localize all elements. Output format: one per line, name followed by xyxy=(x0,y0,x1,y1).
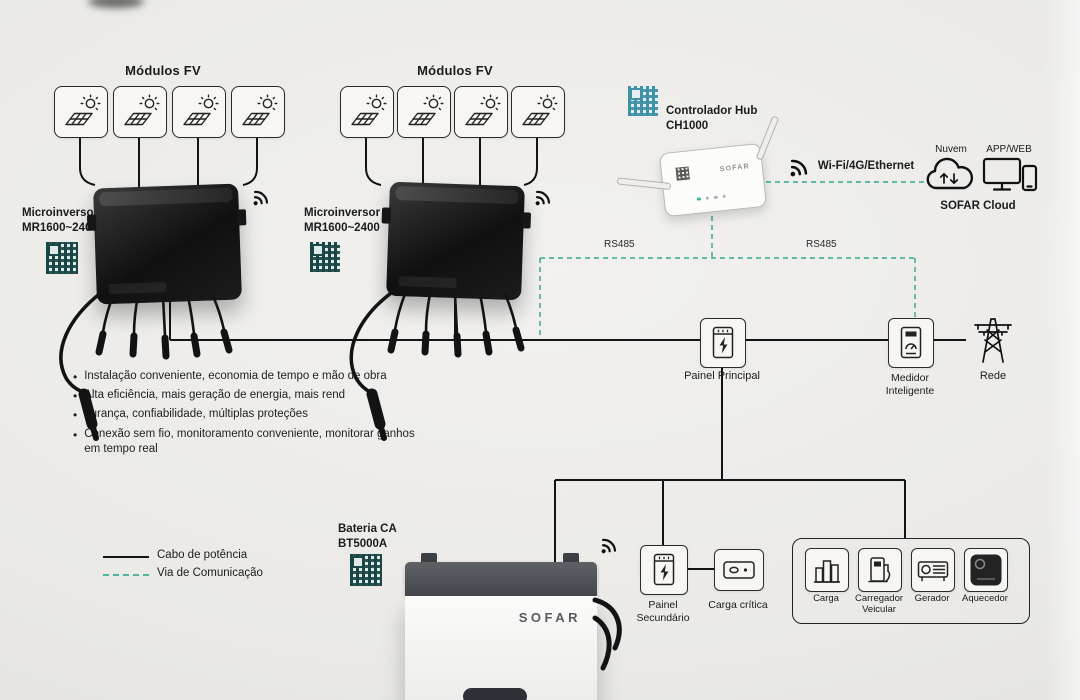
smart-meter-label-line1: Medidor xyxy=(891,372,929,384)
legend-comm-line-sample xyxy=(103,574,149,576)
battery-device: SOFAR xyxy=(405,553,597,700)
hub-label: Controlador Hub CH1000 xyxy=(666,104,757,134)
grid-label: Rede xyxy=(979,370,1007,382)
hub-antenna-left xyxy=(616,177,672,191)
load-label: Carga xyxy=(813,593,839,604)
feature-text: Alta eficiência, mais geração de energia… xyxy=(84,389,346,402)
wifi-signal-icon xyxy=(521,179,561,219)
cloud-label: Nuvem xyxy=(935,144,967,155)
battery-label: Bateria CA BT5000A xyxy=(338,522,397,552)
battery-model: BT5000A xyxy=(338,537,388,550)
microinverter-left-device xyxy=(86,183,247,305)
pv-module-icon xyxy=(511,86,565,138)
smart-meter-icon xyxy=(888,318,934,368)
battery-vent xyxy=(463,688,527,700)
hub-device: SOFAR xyxy=(616,115,780,218)
sofar-cloud-label: SOFAR Cloud xyxy=(940,200,1016,212)
critical-load-label: Carga crítica xyxy=(708,599,768,611)
feature-item: Conexão sem fio, monitoramento convenien… xyxy=(73,427,418,458)
sub-panel-label-line1: Painel xyxy=(648,599,678,611)
load-icon xyxy=(805,548,849,592)
hub-model: CH1000 xyxy=(666,119,709,132)
legend-power-line-sample xyxy=(103,556,149,558)
qr-code-microinverter-right xyxy=(310,242,340,272)
battery-brand-text: SOFAR xyxy=(518,610,581,625)
mount-ear xyxy=(86,214,97,231)
pv-module-icon xyxy=(397,86,451,138)
wall-mark xyxy=(88,0,144,8)
app-web-label: APP/WEB xyxy=(986,144,1032,155)
ev-charger-label: Carregador Veicular xyxy=(845,593,913,616)
heater-label: Aquecedor xyxy=(962,593,1008,604)
microinverter-left-label: Microinversor MR1600~2400 xyxy=(22,206,98,236)
pv-group-left-label: Módulos FV xyxy=(125,63,201,78)
hub-brand-text: SOFAR xyxy=(719,163,751,174)
feature-item: Alta eficiência, mais geração de energia… xyxy=(73,388,418,404)
battery-top-cover xyxy=(405,562,597,596)
legend-power-label: Cabo de potência xyxy=(157,549,248,561)
legend-comm-label: Via de Comunicação xyxy=(157,567,263,579)
feature-item: Instalação conveniente, economia de temp… xyxy=(73,369,418,385)
ev-charger-icon xyxy=(858,548,902,592)
microinverter-left-model: MR1600~2400 xyxy=(22,221,98,234)
generator-label: Gerador xyxy=(914,593,950,604)
wifi-connection-label: Wi-Fi/4G/Ethernet xyxy=(817,160,915,172)
pv-module-icon xyxy=(340,86,394,138)
smart-meter-label: Medidor Inteligente xyxy=(878,372,942,398)
mount-ear xyxy=(381,207,392,224)
feature-text: Conexão sem fio, monitoramento convenien… xyxy=(84,427,415,456)
wifi-signal-icon xyxy=(587,527,627,567)
pv-module-icon xyxy=(113,86,167,138)
feature-text: gurança, confiabilidade, múltiplas prote… xyxy=(84,408,308,421)
main-panel-label: Painel Principal xyxy=(684,370,760,382)
hub-antenna-right xyxy=(755,115,780,161)
qr-code-microinverter-left xyxy=(46,242,78,274)
feature-list: Instalação conveniente, economia de temp… xyxy=(73,369,418,461)
hub-led-indicators xyxy=(696,194,726,201)
rs485-label-right: RS485 xyxy=(806,239,837,250)
feature-text: Instalação conveniente, economia de temp… xyxy=(84,370,387,382)
pv-module-icon xyxy=(454,86,508,138)
generator-icon xyxy=(911,548,955,592)
pv-group-right-label: Módulos FV xyxy=(417,63,493,78)
microinverter-right-label: Microinversor MR1600~2400 xyxy=(304,206,380,236)
loads-group-box xyxy=(792,538,1030,624)
battery-name: Bateria CA xyxy=(338,523,397,535)
qr-code-hub xyxy=(628,86,658,116)
pv-module-icon xyxy=(54,86,108,138)
cloud-icon xyxy=(922,156,978,201)
monitor-phone-icon xyxy=(982,154,1038,203)
wifi-signal-icon xyxy=(774,146,820,192)
pv-module-icon xyxy=(231,86,285,138)
rs485-label-left: RS485 xyxy=(604,239,635,250)
mount-ear xyxy=(236,209,247,226)
critical-load-icon xyxy=(714,549,764,591)
qr-code-battery xyxy=(350,554,382,586)
ev-charger-label-line1: Carregador xyxy=(854,593,904,604)
pv-module-icon xyxy=(172,86,226,138)
sub-panel-icon xyxy=(640,545,688,595)
mount-ear xyxy=(521,212,532,229)
ev-charger-label-line2: Veicular xyxy=(862,604,896,616)
smart-meter-label-line2: Inteligente xyxy=(885,385,935,398)
microinverter-left-name: Microinversor xyxy=(22,207,99,219)
sub-panel-label: Painel Secundário xyxy=(626,599,700,625)
main-panel-icon xyxy=(700,318,746,368)
microinverter-right-device xyxy=(381,181,532,301)
hub-qr-mini xyxy=(675,166,690,181)
microinverter-right-model: MR1600~2400 xyxy=(304,221,380,234)
heater-icon xyxy=(964,548,1008,592)
microinverter-right-name: Microinversor xyxy=(304,207,381,219)
sub-panel-label-line2: Secundário xyxy=(636,612,690,625)
grid-tower-icon xyxy=(968,312,1018,369)
hub-name: Controlador Hub xyxy=(666,105,758,117)
feature-item: gurança, confiabilidade, múltiplas prote… xyxy=(73,407,418,423)
wifi-signal-icon xyxy=(239,179,279,219)
battery-body: SOFAR xyxy=(405,596,597,700)
